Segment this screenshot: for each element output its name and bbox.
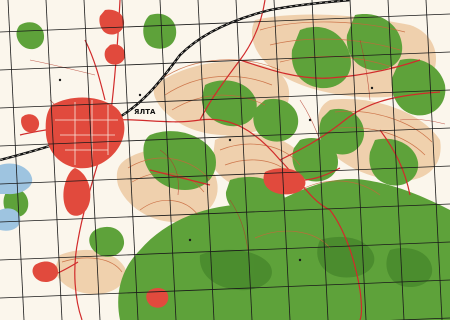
lake xyxy=(0,163,33,231)
forest-dark-patches xyxy=(199,236,433,291)
settlement xyxy=(21,9,126,216)
town-label: ЯЛТА xyxy=(134,108,156,116)
village-settlement xyxy=(32,168,306,308)
map-symbols xyxy=(58,78,374,262)
